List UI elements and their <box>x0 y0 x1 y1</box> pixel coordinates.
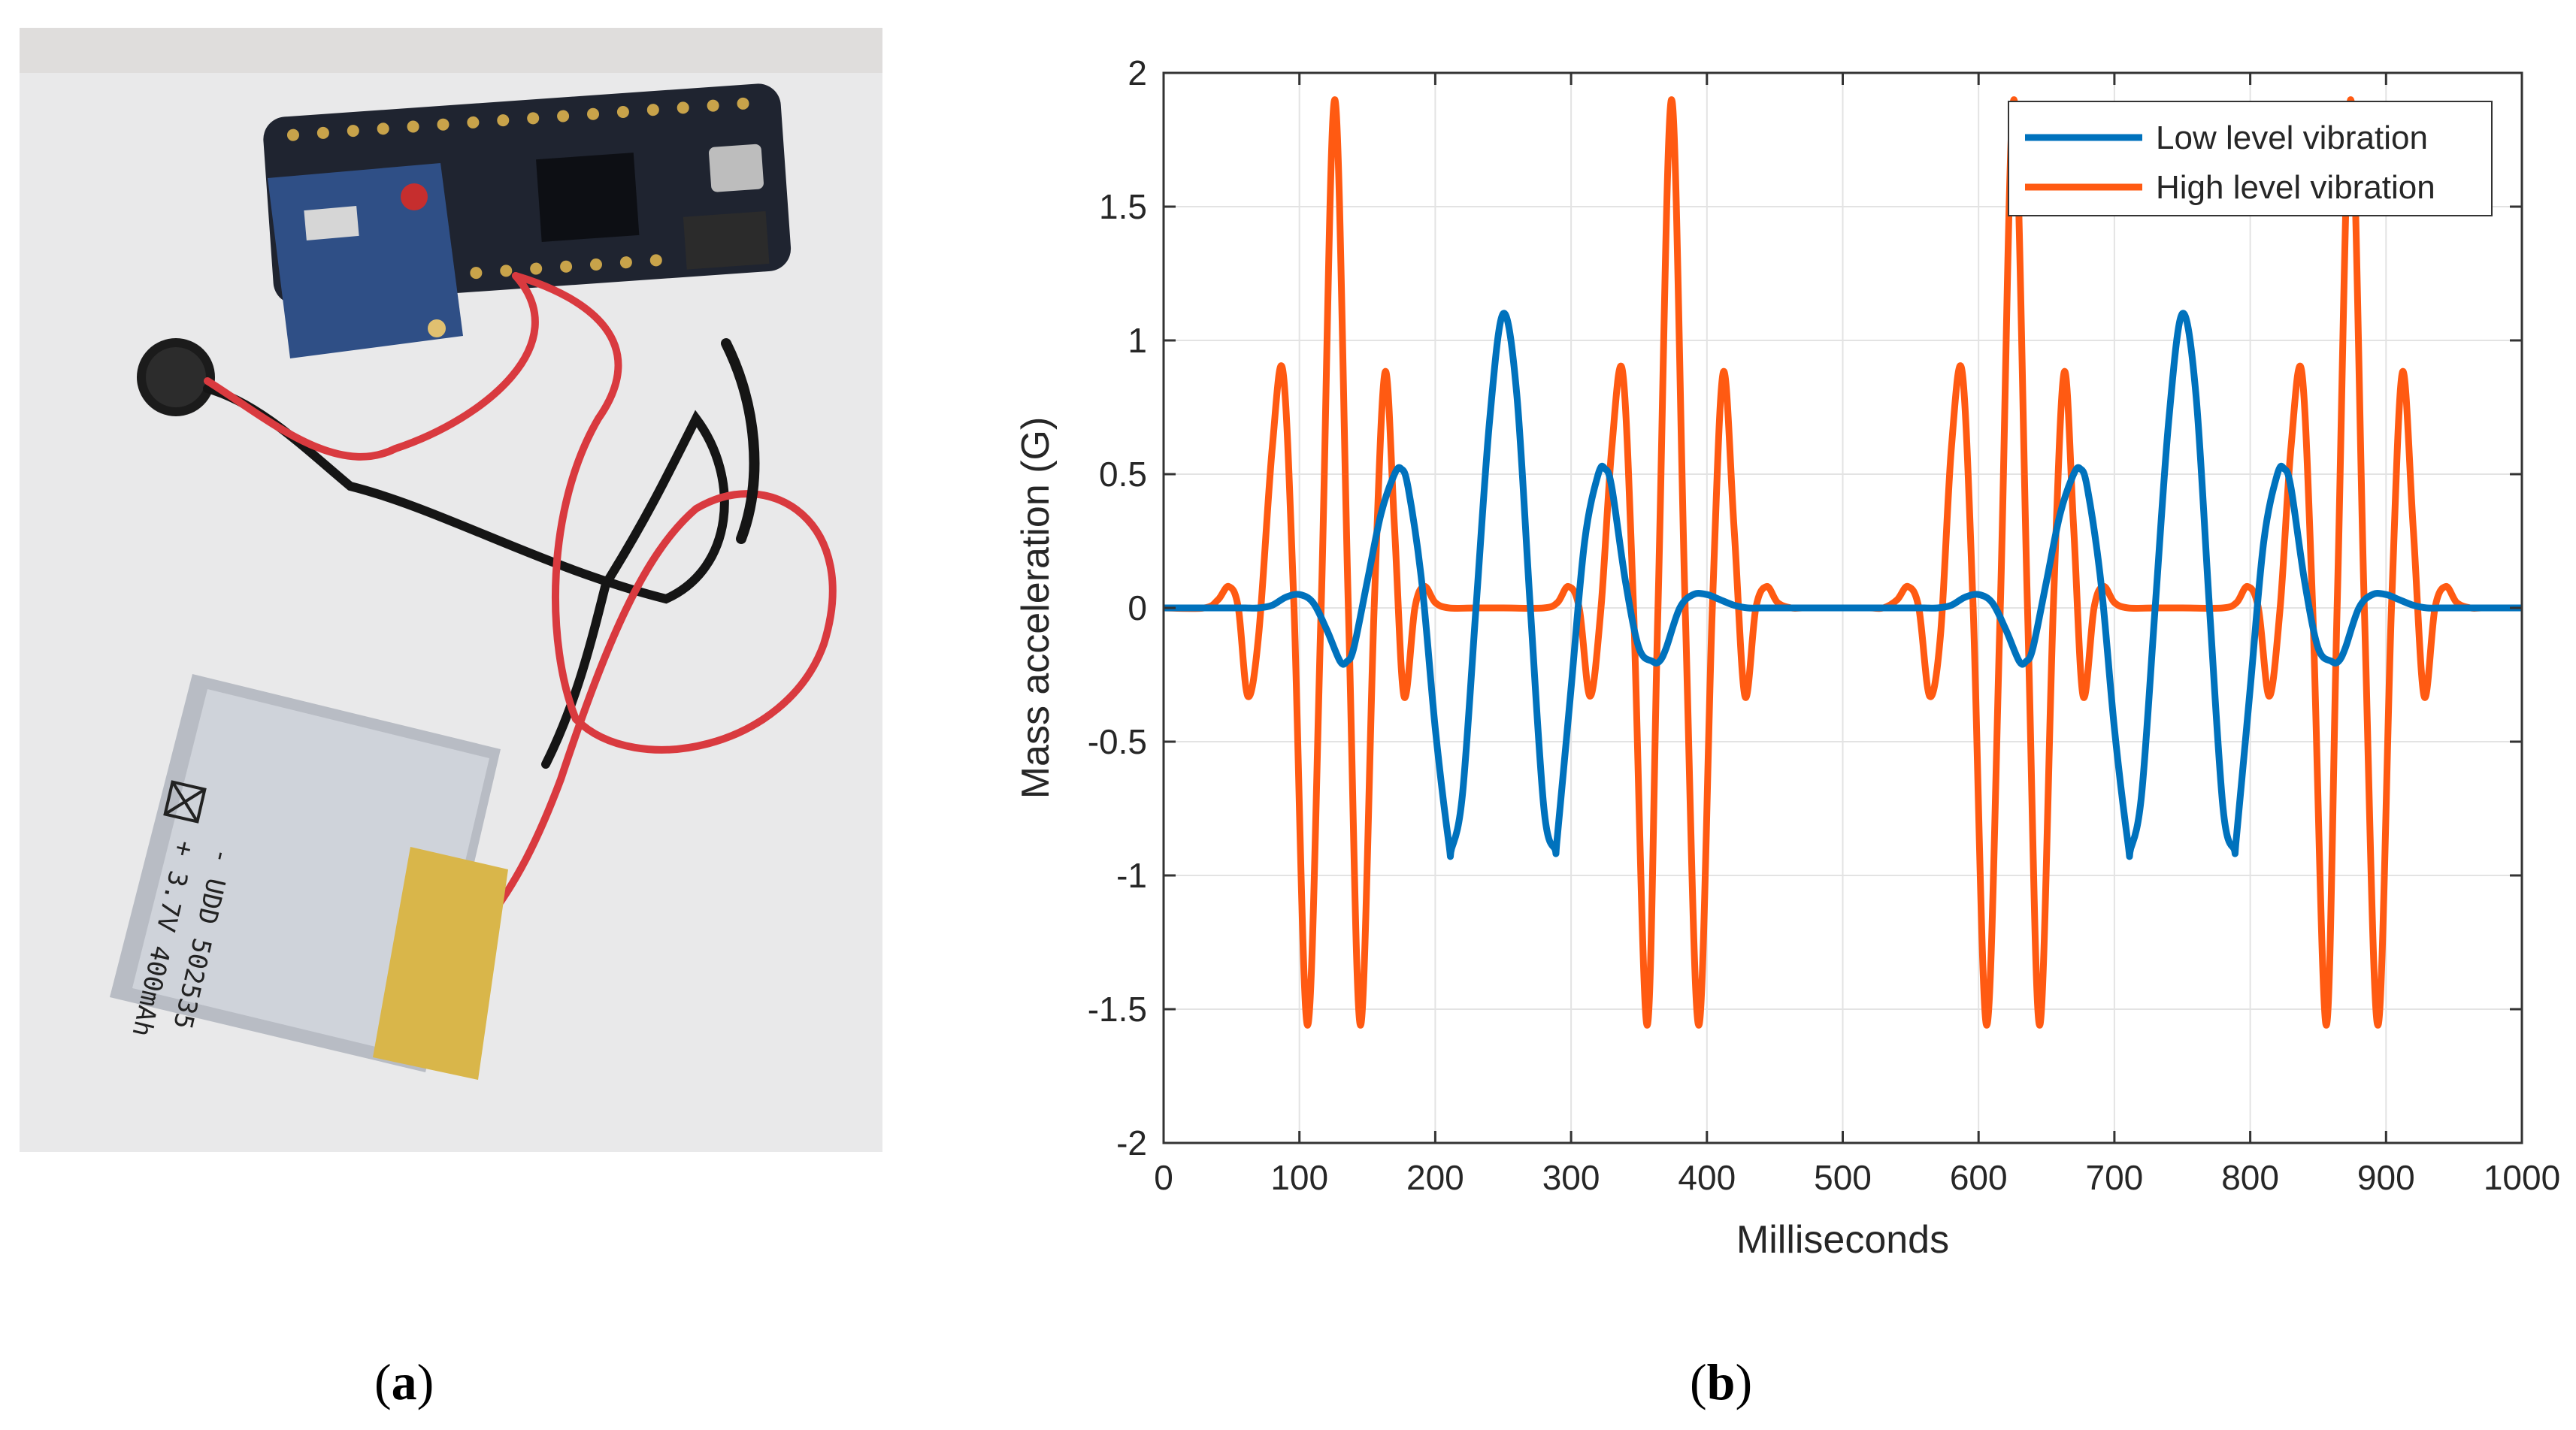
chart-series <box>1163 96 2522 1029</box>
x-tick-label: 0 <box>1154 1158 1173 1197</box>
x-tick-label: 1000 <box>2484 1158 2560 1197</box>
y-tick-label: -1.5 <box>1088 990 1147 1029</box>
y-tick-label: -0.5 <box>1088 722 1147 761</box>
wires <box>203 272 837 926</box>
y-tick-label: 1.5 <box>1099 187 1147 226</box>
x-tick-label: 600 <box>1950 1158 2008 1197</box>
x-tick-label: 800 <box>2221 1158 2279 1197</box>
x-tick-label: 200 <box>1406 1158 1464 1197</box>
sensor-breakout <box>268 163 463 358</box>
lipo-battery: + 3.7V 400mAh - UDD 502535 <box>110 674 508 1080</box>
series-line-low <box>1164 310 2522 860</box>
legend-label-low: Low level vibration <box>2156 119 2428 156</box>
chart-legend: Low level vibration High level vibration <box>2008 101 2493 216</box>
x-tick-label: 700 <box>2086 1158 2144 1197</box>
panel-label-a: (a) <box>374 1353 434 1410</box>
y-tick-label: 0 <box>1128 588 1147 627</box>
y-tick-label: 2 <box>1128 53 1147 92</box>
x-tick-label: 100 <box>1270 1158 1328 1197</box>
y-tick-label: 0.5 <box>1099 455 1147 494</box>
y-axis-label: Mass acceleration (G) <box>1014 417 1058 800</box>
recycling-mark-icon <box>163 780 207 824</box>
x-tick-label: 500 <box>1814 1158 1872 1197</box>
device-photo: + 3.7V 400mAh - UDD 502535 <box>20 28 882 1152</box>
chart-ticks: 0 100 200 300 400 500 600 700 800 900 1000 -2 -1.5 -1… <box>1088 53 2560 1197</box>
x-axis-label: Milliseconds <box>1736 1218 1949 1262</box>
y-tick-label: -1 <box>1116 856 1147 895</box>
panel-label-b: (b) <box>1690 1353 1753 1410</box>
y-tick-label: -2 <box>1116 1123 1147 1162</box>
x-tick-label: 900 <box>2357 1158 2415 1197</box>
y-tick-label: 1 <box>1128 321 1147 360</box>
legend-label-high: High level vibration <box>2156 169 2435 206</box>
x-tick-label: 300 <box>1542 1158 1600 1197</box>
legend-box <box>2008 101 2493 216</box>
x-tick-label: 400 <box>1678 1158 1736 1197</box>
